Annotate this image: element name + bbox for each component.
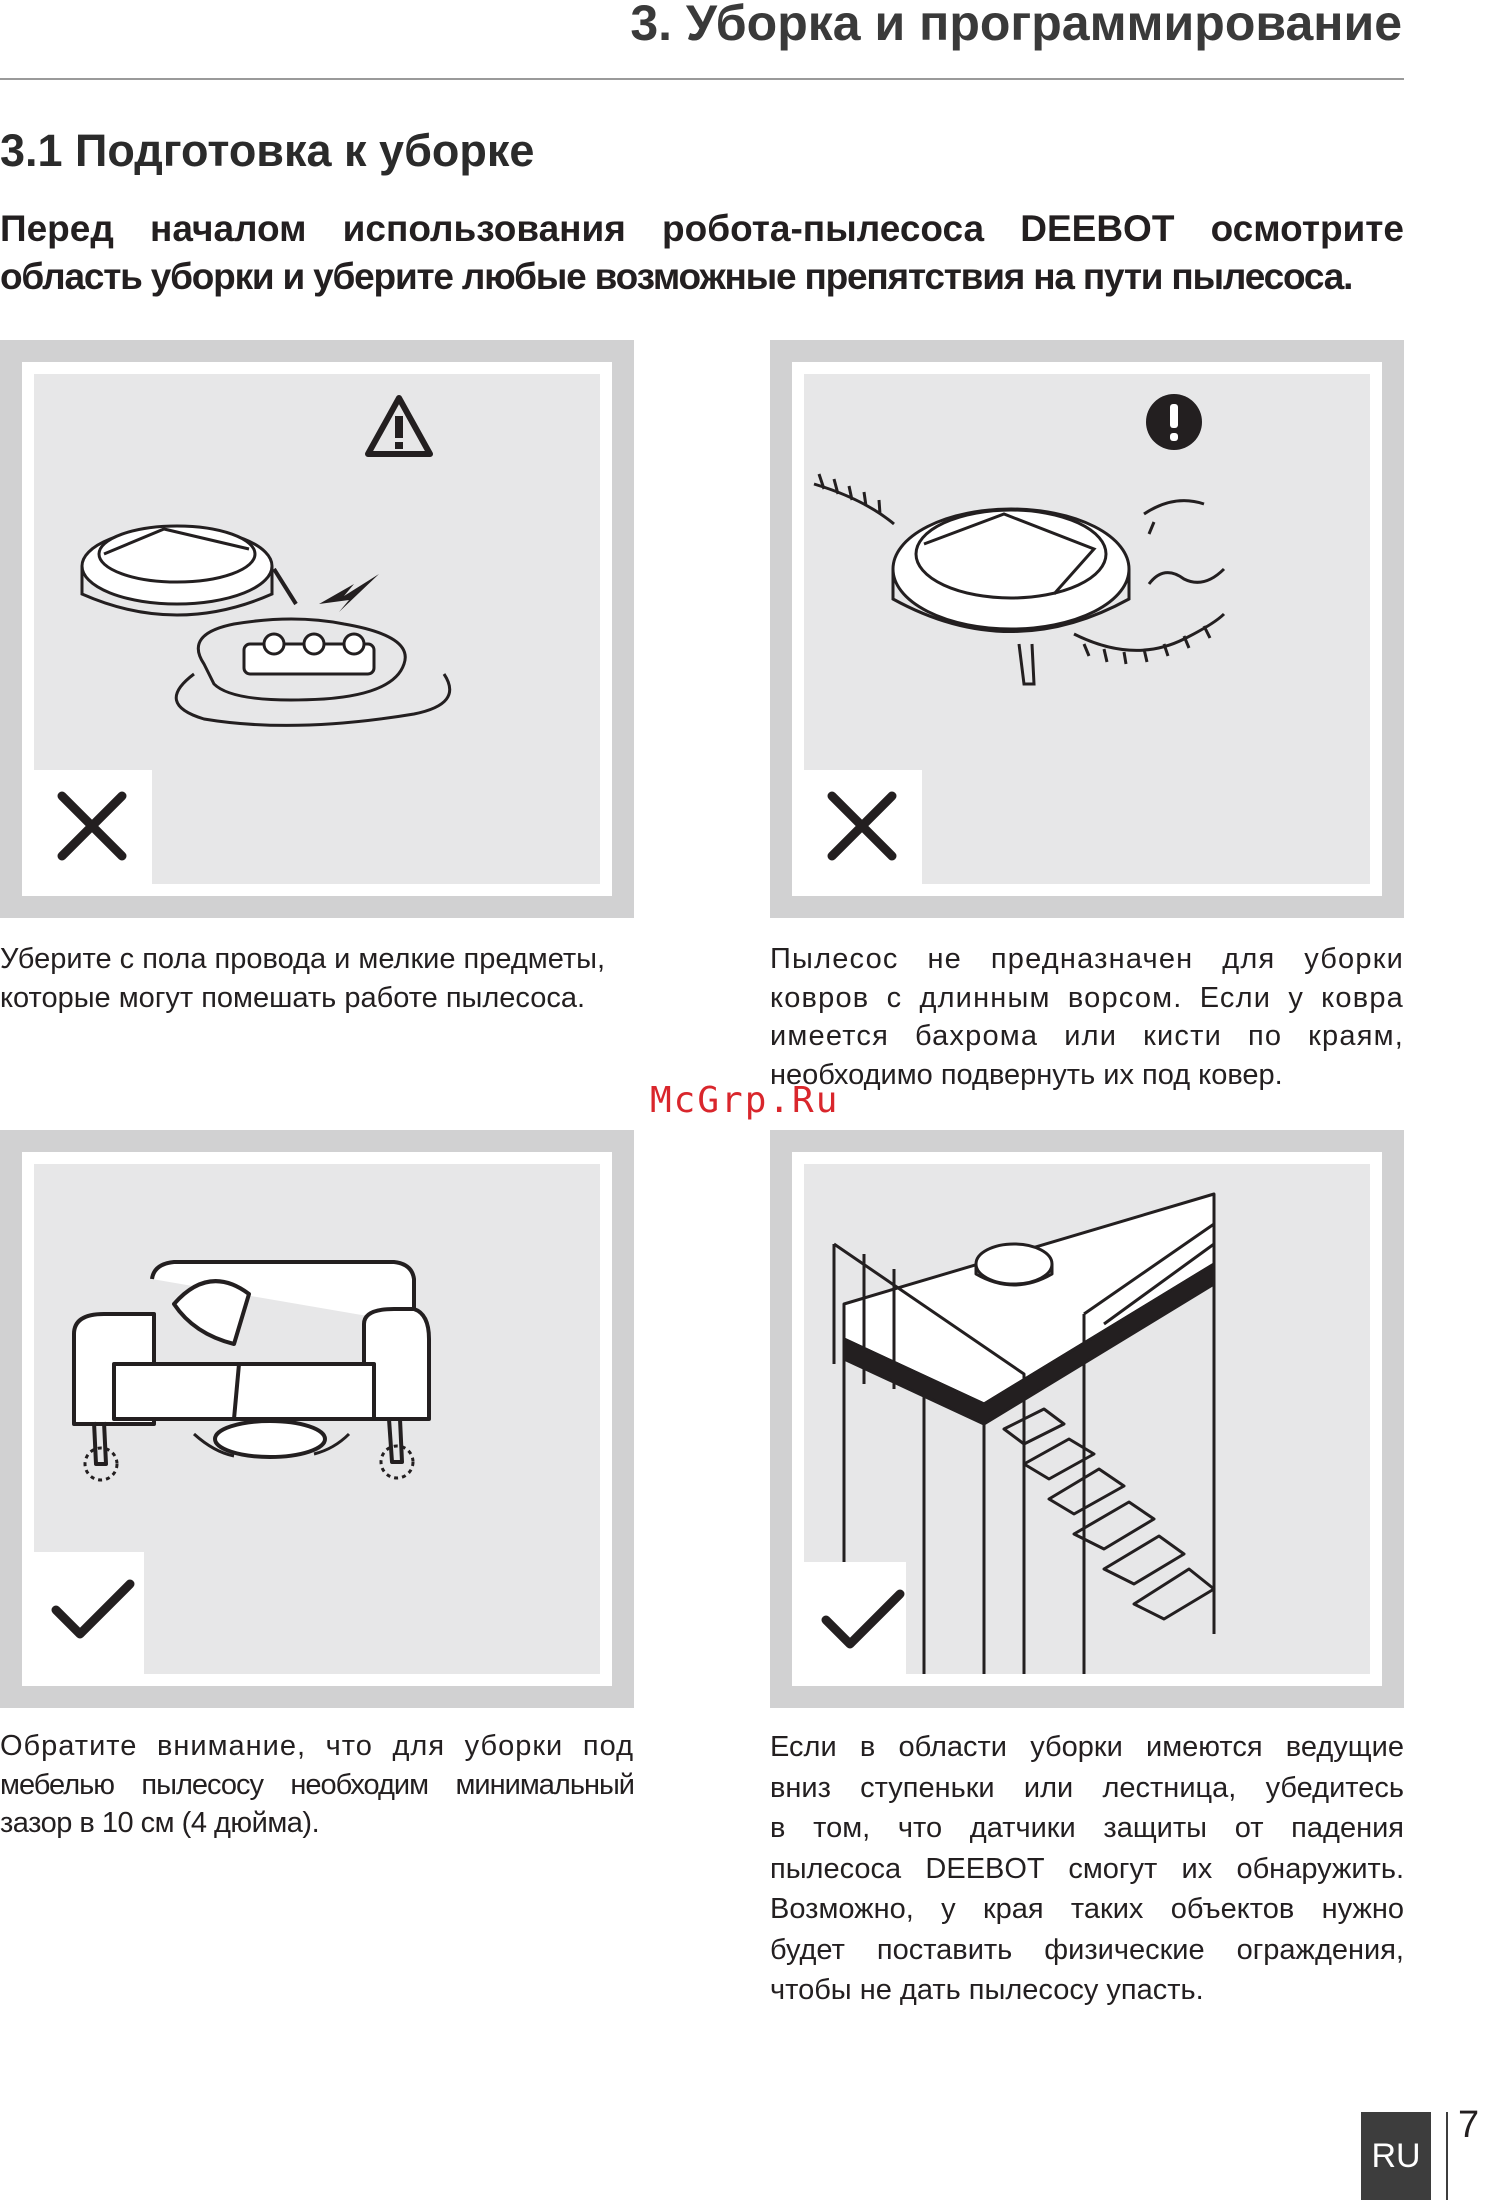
intro-paragraph: Перед началом использования робота-пылес… [0, 205, 1404, 301]
caption-sofa: Обратите внимание, что для уборки под ме… [0, 1727, 635, 1843]
illustration-cables-panel [0, 340, 634, 918]
header-divider [0, 78, 1404, 80]
illustration-carpet-panel [770, 340, 1404, 918]
caption-line: имеется бахрома или кисти по краям, [770, 1020, 1404, 1052]
caption-line: Возможно, у края таких объектов нужно [770, 1893, 1404, 1925]
caption-line: Пылесос не предназначен для уборки [770, 943, 1404, 975]
status-badge-bad [34, 770, 152, 884]
caption-line: чтобы не дать пылесосу упасть. [770, 1974, 1204, 2006]
caption-line: в том, что датчики защиты от падения [770, 1812, 1404, 1844]
robot-near-stairs-illustration [832, 1192, 1216, 1674]
chapter-title: 3. Уборка и программирование [630, 0, 1402, 51]
caption-line: необходимо подвернуть их под ковер. [770, 1058, 1283, 1091]
page-number: 7 [1458, 2104, 1480, 2146]
caption-line: которые могут помешать работе пылесоса. [0, 981, 586, 1014]
cross-icon [827, 791, 897, 861]
caption-line: ковров с длинным ворсом. Если у ковра [770, 981, 1404, 1014]
cross-icon [57, 791, 127, 861]
caption-line: вниз ступеньки или лестница, убедитесь [770, 1771, 1404, 1804]
footer-divider [1446, 2112, 1448, 2200]
intro-line-1: Перед началом использования робота-пылес… [0, 208, 1404, 249]
caption-cables: Уберите с пола провода и мелкие предметы… [0, 940, 634, 1017]
section-title: 3.1 Подготовка к уборке [0, 125, 535, 176]
caption-line: Если в области уборки имеются ведущие [770, 1731, 1404, 1763]
intro-line-2: область уборки и уберите любые возможные… [0, 256, 1353, 297]
status-badge-good [34, 1552, 144, 1674]
exclamation-circle-icon [1146, 394, 1202, 450]
robot-and-cables-illustration [80, 524, 452, 727]
caption-line: пылесоса DEEBOT смогут их обнаружить. [770, 1852, 1404, 1885]
robot-under-sofa-illustration [72, 1260, 431, 1482]
robot-on-carpet-illustration [813, 473, 1226, 686]
status-badge-bad [804, 770, 922, 884]
status-badge-good [804, 1562, 906, 1674]
watermark: McGrp.Ru [650, 1080, 840, 1121]
caption-line: Уберите с пола провода и мелкие предметы… [0, 943, 606, 975]
caption-line: будет поставить физические ограждения, [770, 1933, 1404, 1966]
caption-line: Обратите внимание, что для уборки под [0, 1730, 634, 1762]
caption-stairs: Если в области уборки имеются ведущие вн… [770, 1727, 1404, 2011]
illustration-sofa-panel [0, 1130, 634, 1708]
caption-carpet: Пылесос не предназначен для уборки ковро… [770, 940, 1404, 1094]
language-badge: RU [1361, 2112, 1431, 2200]
checkmark-icon [821, 1589, 905, 1649]
caption-line: зазор в 10 см (4 дюйма). [0, 1807, 320, 1839]
checkmark-icon [51, 1579, 135, 1639]
caption-line: мебелью пылесосу необходим минимальный [0, 1768, 635, 1801]
illustration-stairs-panel [770, 1130, 1404, 1708]
warning-triangle-icon [365, 395, 433, 457]
